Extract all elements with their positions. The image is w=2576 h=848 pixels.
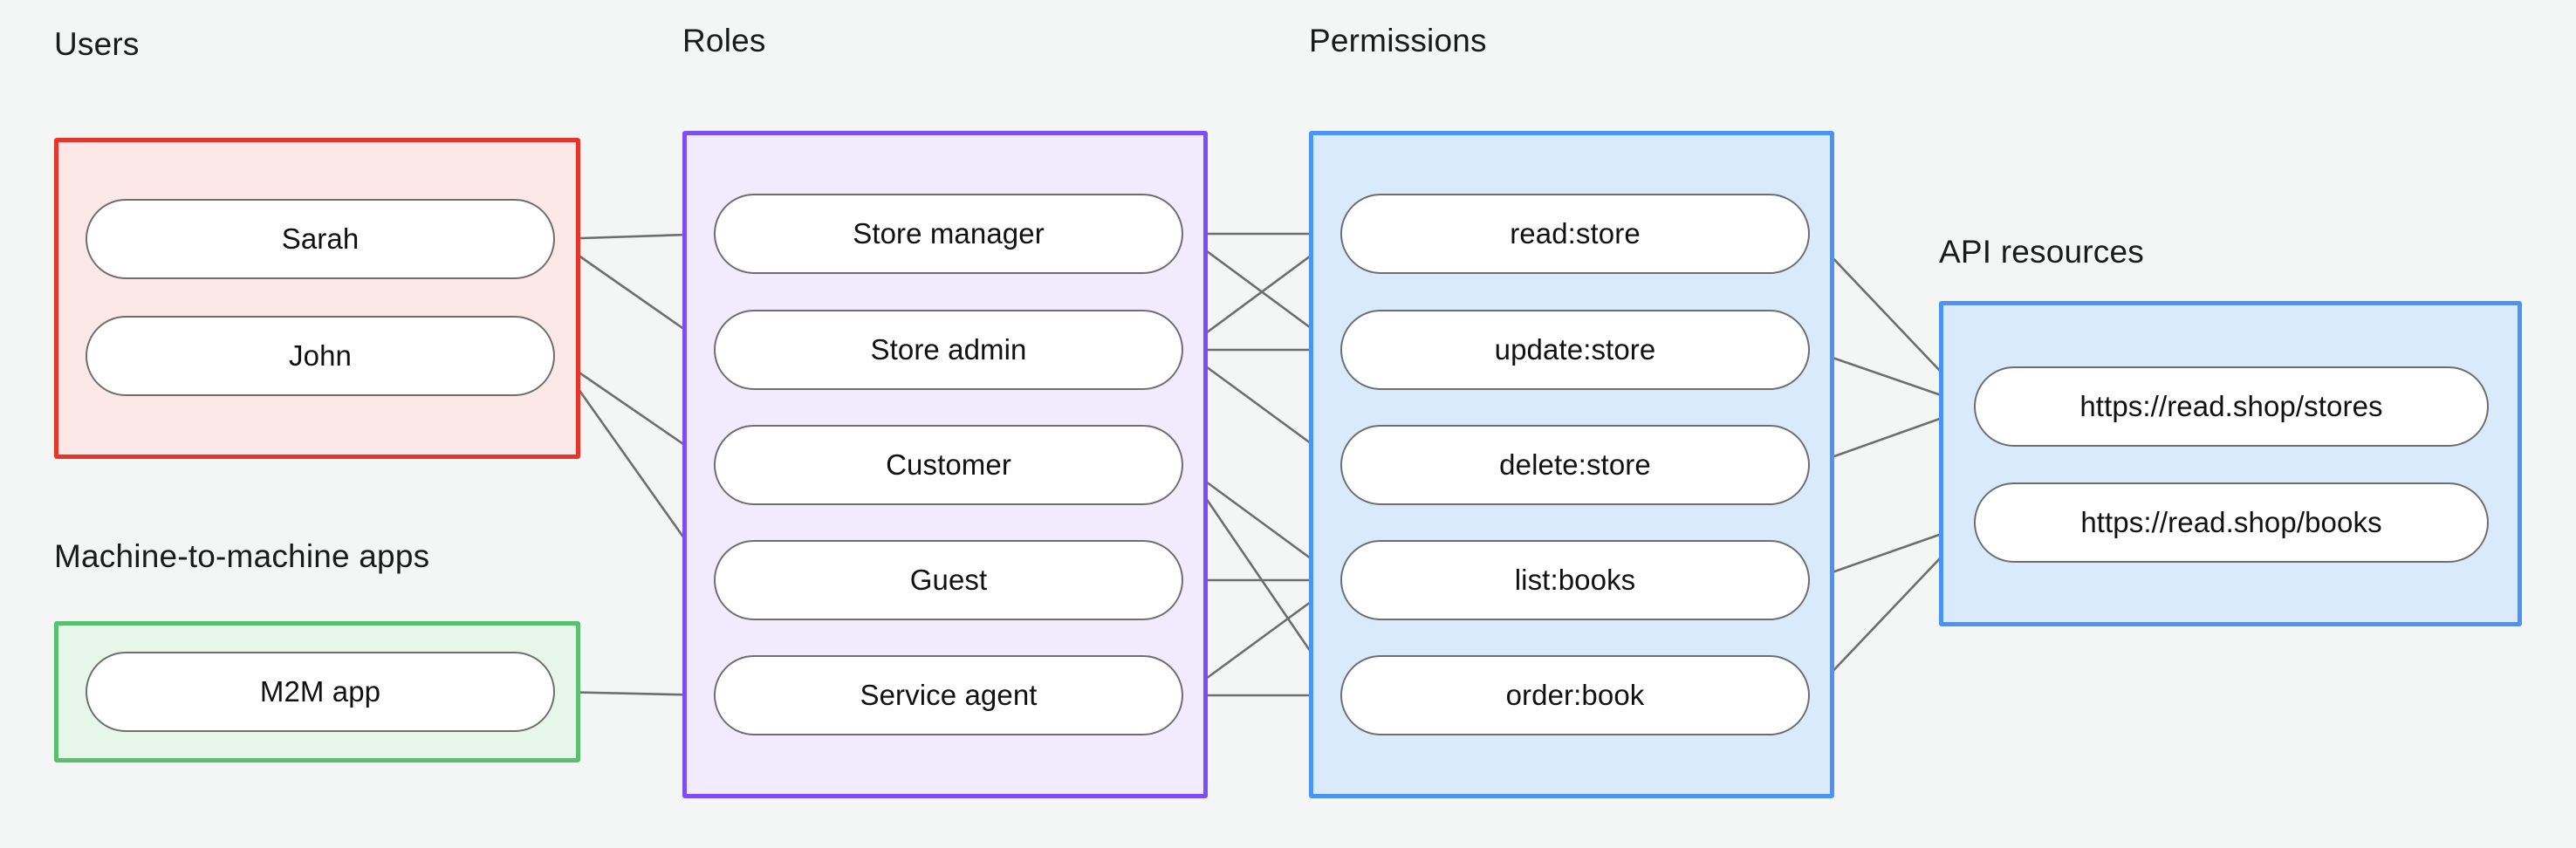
node-label-store-manager: Store manager [853,217,1045,250]
node-label-books-url: https://read.shop/books [2080,506,2382,538]
group-box-api-resources [1939,301,2522,626]
node-label-stores-url: https://read.shop/stores [2079,390,2383,422]
node-label-read-store: read:store [1510,217,1641,250]
node-stores-url[interactable]: https://read.shop/stores [1974,366,2489,447]
node-label-store-admin: Store admin [870,333,1027,366]
node-label-list-books: list:books [1514,564,1636,596]
node-store-admin[interactable]: Store admin [714,310,1183,390]
group-label-permissions: Permissions [1309,23,1487,58]
node-label-guest: Guest [909,564,988,596]
node-read-store[interactable]: read:store [1340,194,1810,274]
node-books-url[interactable]: https://read.shop/books [1974,482,2489,563]
node-delete-store[interactable]: delete:store [1340,425,1810,505]
node-update-store[interactable]: update:store [1340,310,1810,390]
node-label-customer: Customer [886,448,1011,481]
group-label-api-resources: API resources [1939,234,2144,270]
node-list-books[interactable]: list:books [1340,540,1810,620]
group-label-m2m: Machine-to-machine apps [54,538,430,574]
node-service-agent[interactable]: Service agent [714,655,1183,735]
node-sarah[interactable]: Sarah [86,199,555,279]
node-label-m2m-app: M2M app [259,675,381,708]
node-label-order-book: order:book [1505,679,1645,711]
node-m2m-app[interactable]: M2M app [86,652,555,732]
node-label-service-agent: Service agent [860,679,1038,711]
node-label-update-store: update:store [1494,333,1656,366]
node-john[interactable]: John [86,316,555,396]
node-guest[interactable]: Guest [714,540,1183,620]
node-label-sarah: Sarah [281,222,360,255]
node-customer[interactable]: Customer [714,425,1183,505]
node-store-manager[interactable]: Store manager [714,194,1183,274]
node-order-book[interactable]: order:book [1340,655,1810,735]
group-label-roles: Roles [682,23,766,58]
group-box-users [54,138,580,459]
group-label-users: Users [54,26,140,62]
node-label-delete-store: delete:store [1499,448,1651,481]
node-label-john: John [289,339,352,372]
